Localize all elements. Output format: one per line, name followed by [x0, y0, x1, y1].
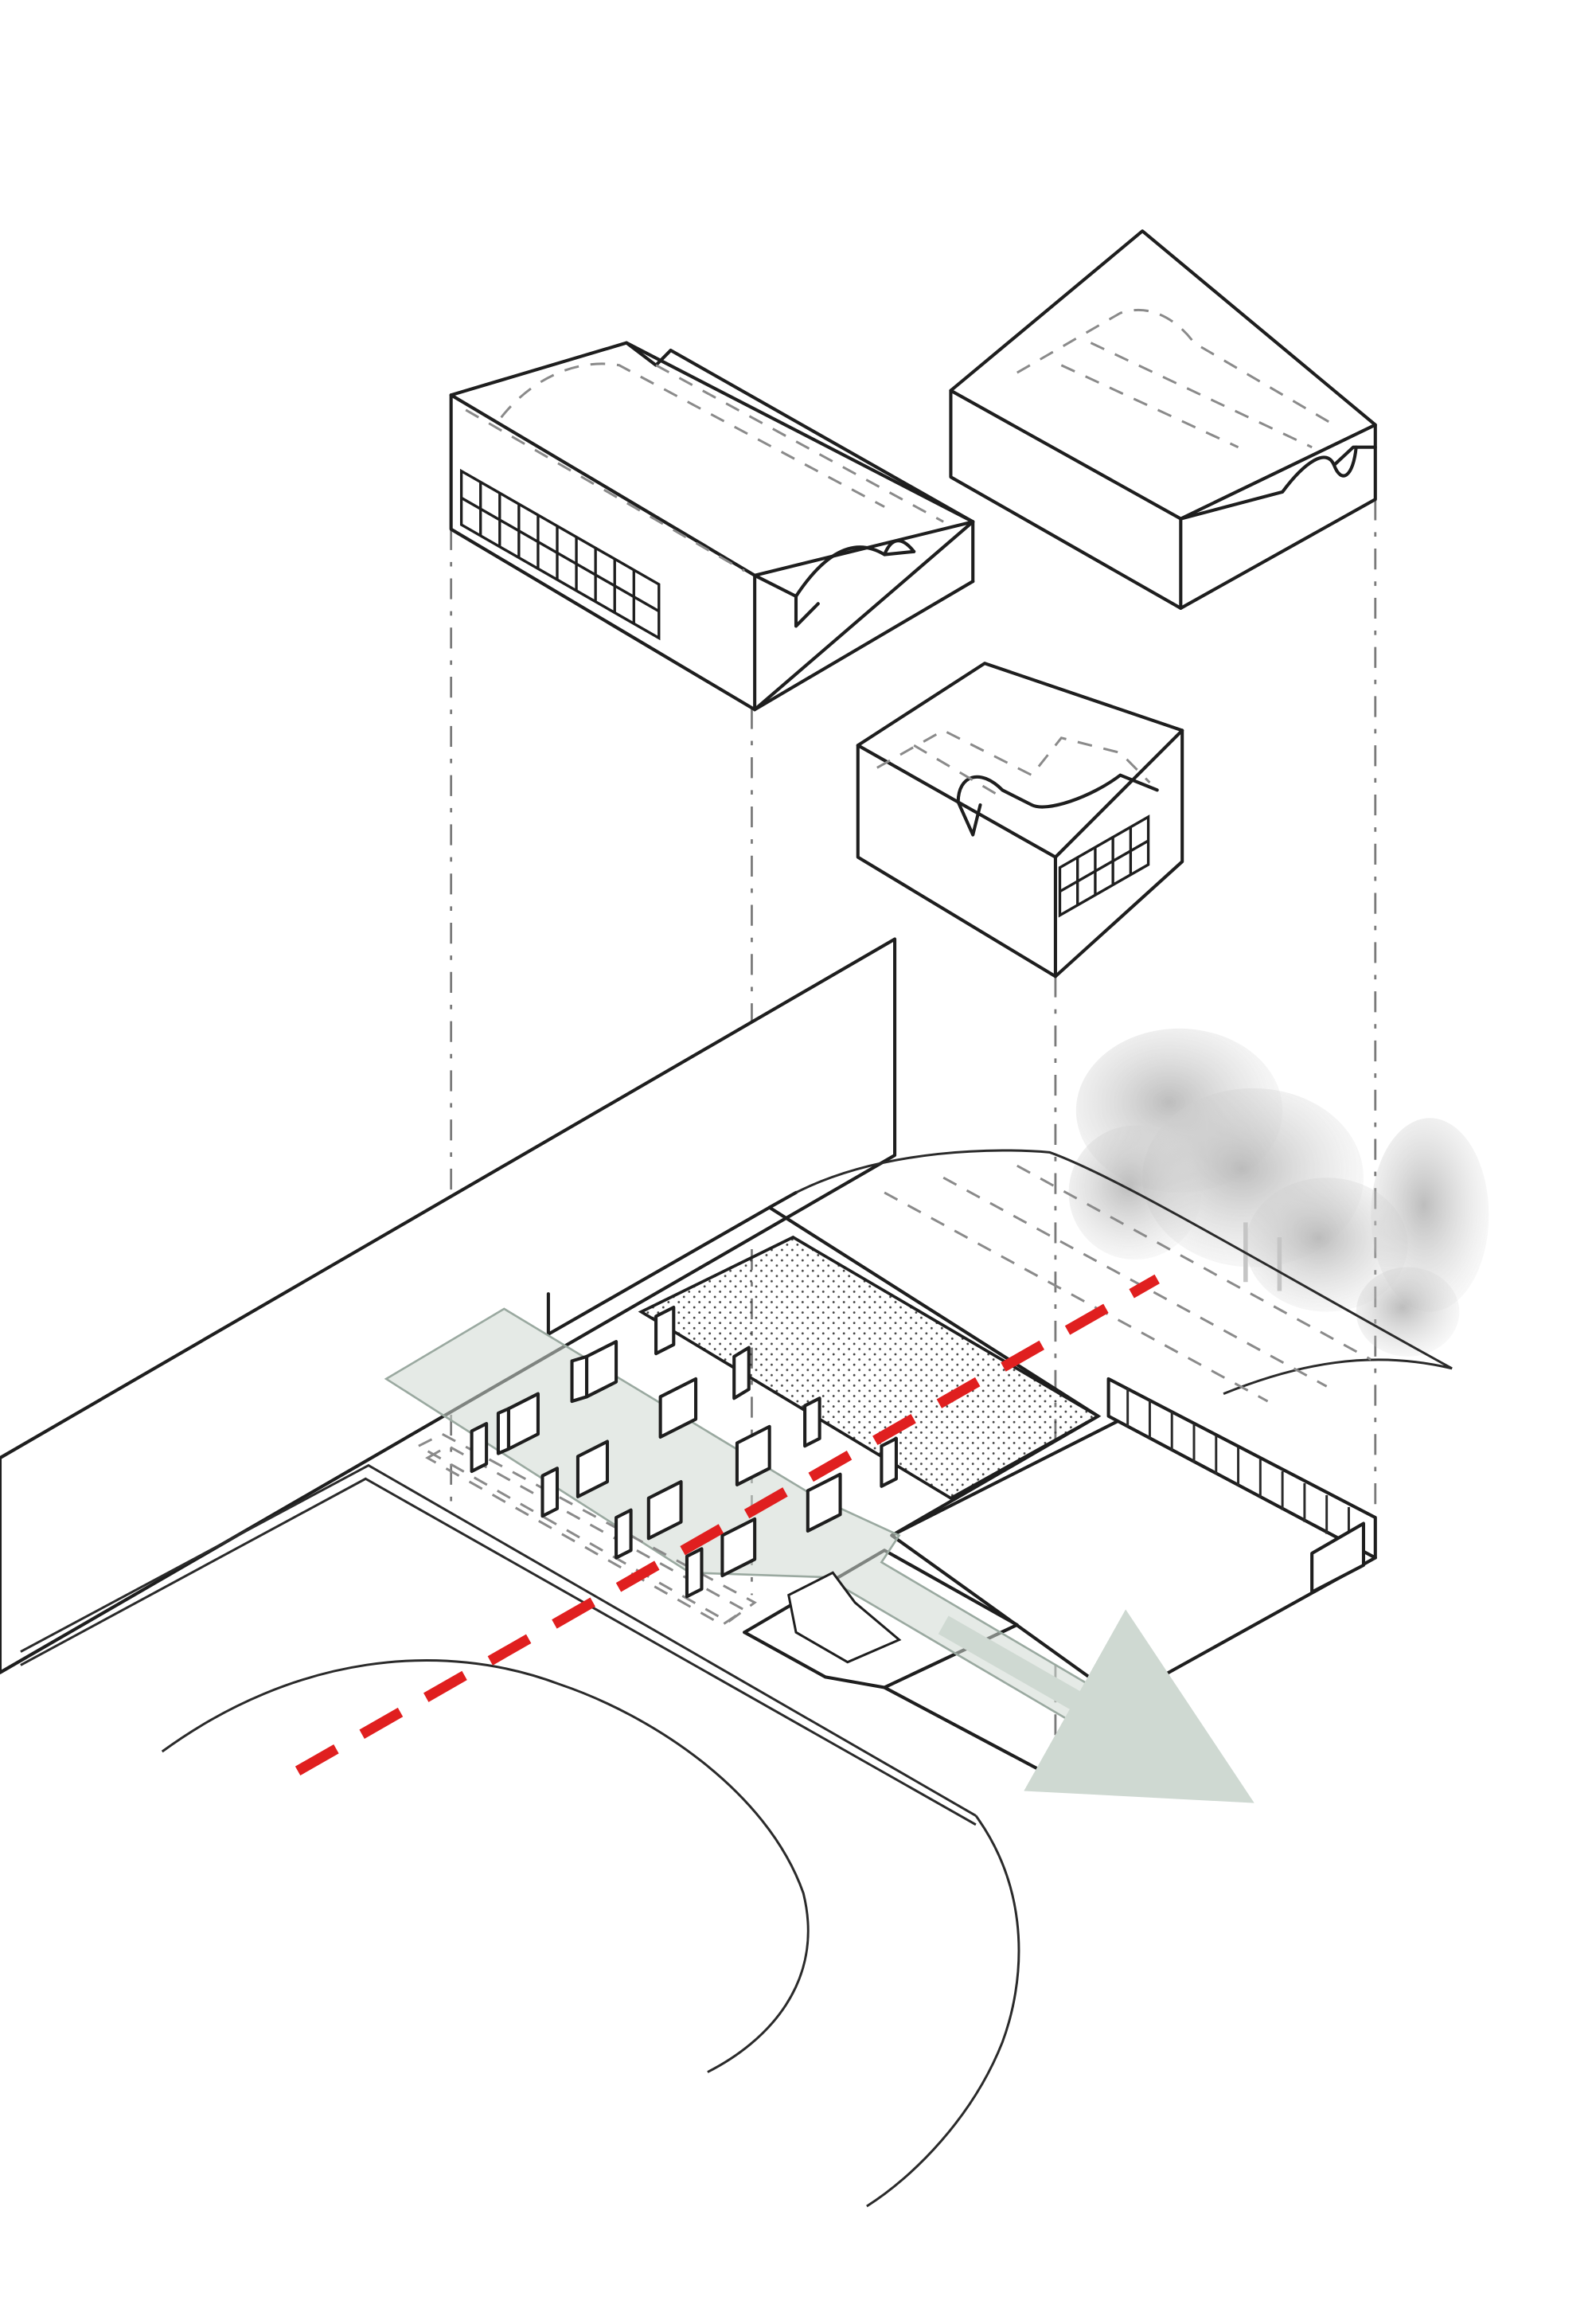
pillar-blocks	[470, 1305, 898, 1599]
east-fence-bars	[1126, 1388, 1350, 1546]
red-axis-line	[295, 1274, 1160, 1776]
volume-a	[449, 341, 975, 712]
tree-cluster	[1068, 1028, 1489, 1357]
volume-c	[856, 662, 1184, 978]
volume-a-windows	[459, 468, 661, 641]
volume-b	[949, 229, 1377, 610]
dotted-lawn	[638, 1235, 1102, 1500]
volume-c-windows	[1058, 814, 1150, 918]
